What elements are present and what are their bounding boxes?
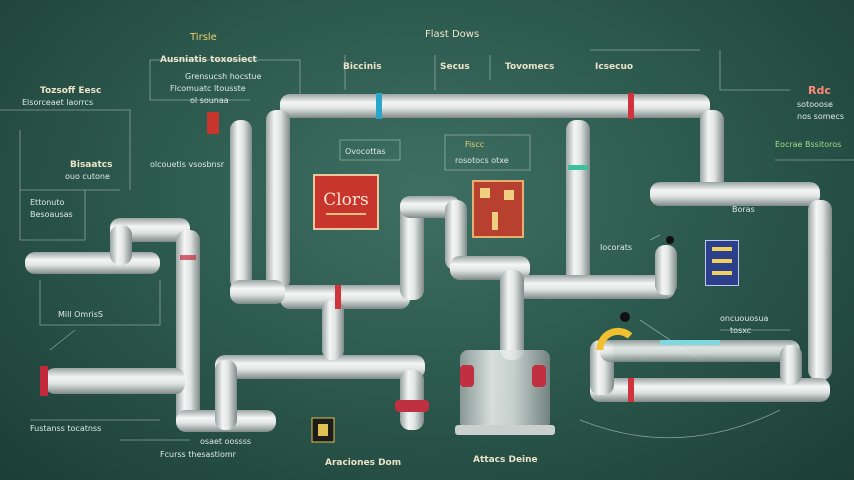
label-row2-b: Fiscc [465,140,485,149]
label-row1-b: Secus [440,62,470,72]
label-right-low2: tosxc [730,326,752,335]
package-square-icon [480,188,490,198]
label-left-box-sub2: Ettonuto [30,198,65,207]
label-bottom-center-1: Araciones Dom [325,458,402,468]
label-right-sub2: nos somecs [797,112,845,121]
label-top-left-sub3: Flcomuatc ltousste [170,84,246,93]
label-right-green: Eocrae Bssitoros [775,140,842,149]
package-square-icon [504,190,514,200]
label-row2-a: Ovocottas [345,147,386,156]
label-left-box-sub3: Besoausas [30,210,73,219]
label-top-center: Flast Dows [425,29,480,40]
package-icon [472,180,524,238]
blue-badge [705,240,739,286]
package-bar-icon [492,212,498,230]
pipe-rings [40,93,720,412]
label-row1-c: Tovomecs [505,62,555,72]
label-left-box-title: Bisaatcs [70,160,113,170]
label-right-mid: Boras [732,205,755,214]
label-top-left-sub1: Ausniatis toxosiect [160,55,257,65]
badge-stripe [712,247,732,251]
red-marker [207,112,219,134]
logo-text: Clors [323,189,369,210]
label-bottom-center-2: Attacs Deine [473,455,538,465]
label-right-low1: oncuouosua [720,314,769,323]
label-right-top: Rdc [808,84,831,97]
label-center-note: Iocorats [600,243,633,252]
label-top-left-sub2: Grensucsh hocstue [185,72,262,81]
label-bottom-left-2: osaet oossss [200,437,252,446]
badge-stripe [712,259,732,263]
label-top-left-sub4: ol sounaa [190,96,229,105]
label-row1-a: Biccinis [343,62,382,72]
label-right-sub1: sotooose [797,100,833,109]
chalk-lines [0,49,854,441]
label-left-box-sub: ouo cutone [65,172,110,181]
label-row1-d: Icsecuo [595,62,634,72]
pipes [25,94,832,435]
badge-stripe [712,271,732,275]
label-bottom-left-1: Fustanss tocatnss [30,424,102,433]
brand-logo: Clors [313,174,379,230]
label-left-head: Tozsoff Eesc [40,86,102,96]
label-bottom-left-3: Fcurss thesastiomr [160,450,236,459]
label-left-head-sub: Elsorceaet laorrcs [22,98,94,107]
label-row2-c: rosotocs otxe [455,156,509,165]
label-mid-left-note: olcouetis vsosbnsr [150,160,225,169]
label-left-lower-box: Mill OmrisS [58,310,103,319]
label-top-left: Tirsle [190,32,217,43]
logo-underline [326,212,366,215]
